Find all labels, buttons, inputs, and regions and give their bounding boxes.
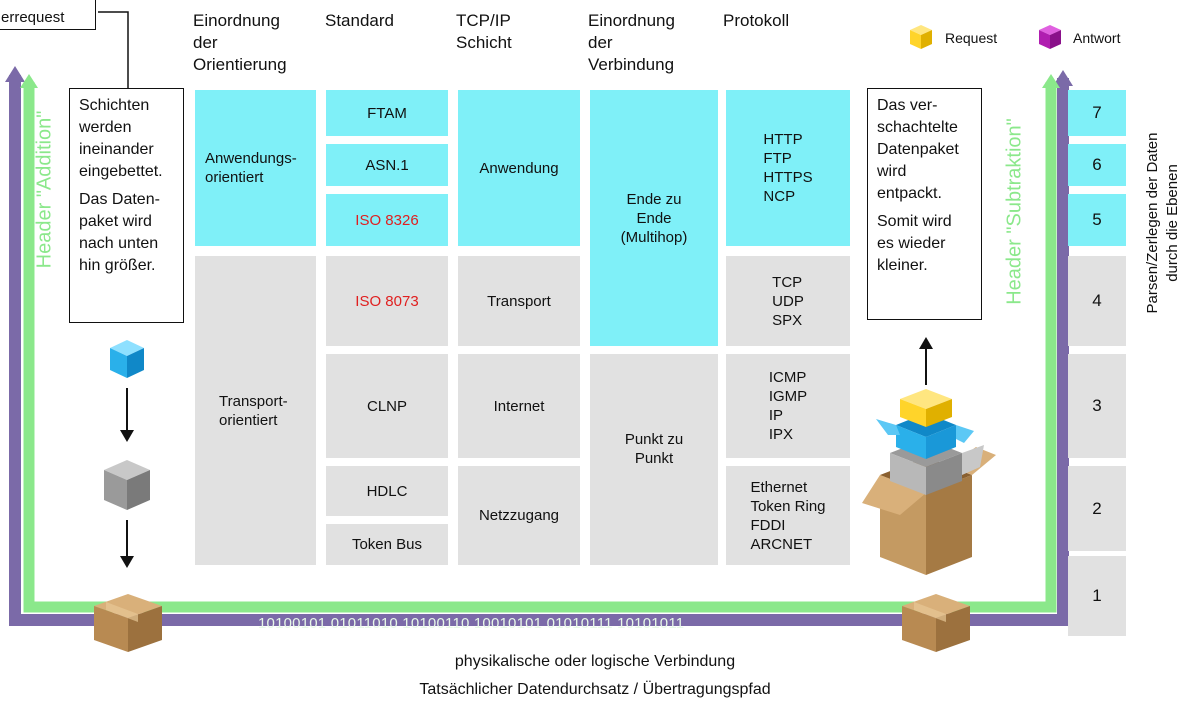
caption-data-throughput: Tatsächlicher Datendurchsatz / Übertragu… (419, 681, 771, 698)
legend-antwort-label: Antwort (1073, 30, 1121, 46)
header-tcpip-schicht: TCP/IP Schicht (456, 11, 512, 52)
protocols-application: HTTP FTP HTTPS NCP (726, 90, 850, 246)
tcpip-transport: Transport (458, 256, 580, 346)
connection-punkt-zu-punkt: Punkt zu Punkt (590, 354, 718, 565)
protocols-internet: ICMP IGMP IP IPX (726, 354, 850, 458)
standard-iso8073: ISO 8073 (326, 256, 448, 346)
protocol-item: Ethernet (750, 478, 808, 496)
header-protokoll: Protokoll (723, 11, 790, 30)
layer-number-7: 7 (1068, 90, 1126, 136)
protocols-link: Ethernet Token Ring FDDI ARCNET (726, 466, 850, 565)
left-packet-flow (104, 340, 150, 568)
tcpip-internet: Internet (458, 354, 580, 458)
standard-clnp: CLNP (326, 354, 448, 458)
antwort-cube-icon (1039, 25, 1061, 49)
layer-number-1: 1 (1068, 556, 1126, 636)
request-label-text: errequest (1, 9, 65, 26)
right-explanation-text-1: Das ver-schachtelte Datenpaket wird entp… (877, 97, 959, 202)
layer-number-6: 6 (1068, 144, 1126, 186)
protocol-list-transport: TCP UDP SPX (772, 273, 804, 330)
standard-hdlc: HDLC (326, 466, 448, 516)
standard-asn1: ASN.1 (326, 144, 448, 186)
left-explanation-text-1: Schichten werden ineinander eingebettet. (79, 97, 163, 180)
left-explanation-box: Schichten werden ineinander eingebettet.… (69, 88, 184, 323)
orientation-anwendung: Anwendungs- orientiert (195, 90, 316, 246)
layer-number-4: 4 (1068, 256, 1126, 346)
orientation-transport: Transport- orientiert (195, 256, 316, 565)
header-einordnung-verbindung: Einordnung der Verbindung (588, 11, 675, 74)
protocol-list-application: HTTP FTP HTTPS NCP (763, 130, 812, 206)
standard-iso8326: ISO 8326 (326, 194, 448, 246)
legend-request-label: Request (945, 30, 998, 46)
protocol-item: ICMP (768, 369, 807, 386)
protocol-item: TCP (772, 273, 803, 291)
header-addition-label: Header "Addition" (33, 110, 56, 269)
protocol-item: Token Ring (750, 497, 826, 515)
right-explanation-text-2: Somit wird es wieder kleiner. (877, 213, 952, 274)
protocol-item: UDP (772, 292, 804, 310)
right-cardboard-box-icon (902, 594, 970, 652)
protocol-item: HTTPS (763, 169, 813, 186)
layer-number-2: 2 (1068, 466, 1126, 551)
standard-tokenbus: Token Bus (326, 524, 448, 565)
protocol-item: ARCNET (750, 535, 813, 553)
protocol-list-internet: ICMP IGMP IP IPX (769, 368, 807, 444)
protocol-list-link: Ethernet Token Ring FDDI ARCNET (750, 478, 825, 554)
protocol-item: SPX (772, 311, 803, 329)
header-subtraktion-label: Header "Subtraktion" (1003, 118, 1026, 305)
protocol-item: IGMP (768, 388, 808, 405)
protocol-item: IPX (768, 426, 794, 443)
gray-cube-icon (104, 460, 150, 510)
header-standard: Standard (325, 11, 394, 30)
request-cube-icon (910, 25, 932, 49)
unpacking-boxes-icon (862, 337, 996, 575)
layer-number-3: 3 (1068, 354, 1126, 458)
protocol-item: HTTP (763, 131, 803, 148)
request-label-box: errequest (0, 0, 96, 30)
tcpip-netzzugang: Netzzugang (458, 466, 580, 565)
layer-number-5: 5 (1068, 194, 1126, 246)
header-einordnung-orientierung: Einordnung der Orientierung (193, 11, 287, 74)
protocol-item: FDDI (750, 516, 786, 534)
right-explanation-box: Das ver-schachtelte Datenpaket wird entp… (867, 88, 982, 320)
tcpip-anwendung: Anwendung (458, 90, 580, 246)
caption-physical-connection: physikalische oder logische Verbindung (454, 653, 736, 670)
standard-ftam: FTAM (326, 90, 448, 136)
protocol-item: IP (768, 407, 784, 424)
protocols-transport: TCP UDP SPX (726, 256, 850, 346)
protocol-item: FTP (763, 150, 792, 167)
blue-cube-icon (110, 340, 144, 378)
protocol-item: NCP (763, 188, 796, 205)
side-label-parsen: Parsen/Zerlegen der Daten durch die Eben… (1144, 132, 1181, 314)
left-explanation-text-2: Das Daten-paket wird nach unten hin größ… (79, 191, 160, 274)
binary-data-stream: 10100101 01011010 10100110 10010101 0101… (258, 615, 685, 632)
connection-ende-zu-ende: Ende zu Ende (Multihop) (590, 90, 718, 346)
left-cardboard-box-icon (94, 594, 162, 652)
